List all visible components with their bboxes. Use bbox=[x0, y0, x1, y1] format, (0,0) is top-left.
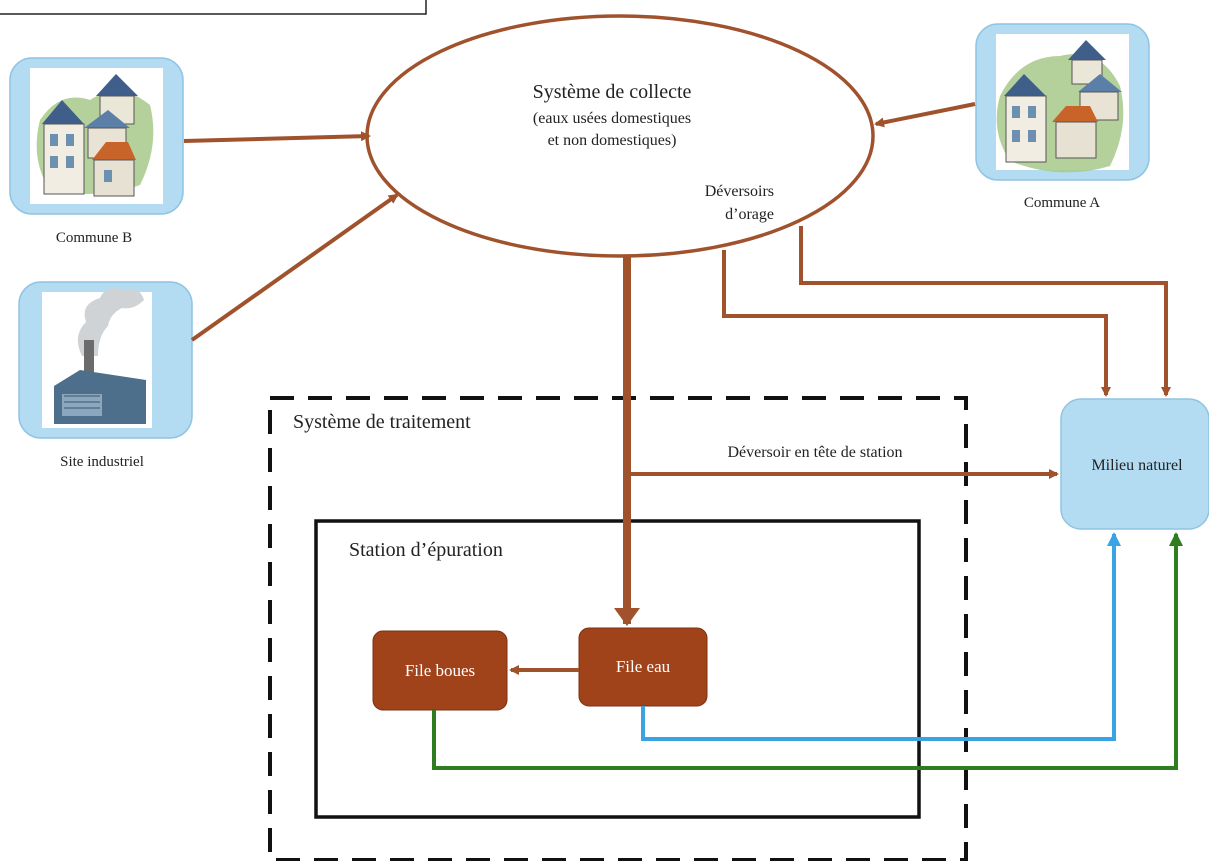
headworks-overflow-label: Déversoir en tête de station bbox=[727, 444, 902, 461]
collection-subtitle-2: et non domestiques) bbox=[548, 132, 677, 149]
arrow-sludge-to-environment bbox=[432, 532, 1183, 770]
natural-environment-label: Milieu naturel bbox=[1091, 457, 1183, 474]
plant-label: Station d’épuration bbox=[349, 539, 503, 561]
arrow-storm-overflow-1 bbox=[722, 250, 1111, 397]
sludge-line-label: File boues bbox=[405, 661, 475, 680]
commune-a-label: Commune A bbox=[1024, 195, 1100, 211]
sludge-line-box bbox=[372, 630, 508, 711]
storm-overflow-label-1: Déversoirs bbox=[705, 183, 774, 200]
plant-frame bbox=[314, 519, 921, 819]
storm-overflow-label-2: d’orage bbox=[725, 206, 774, 223]
treatment-system-frame bbox=[268, 396, 968, 861]
industrial-site-label: Site industriel bbox=[60, 454, 144, 470]
arrow-commune-b-to-collection bbox=[183, 131, 371, 143]
natural-environment-box bbox=[1060, 398, 1209, 530]
commune-b-label: Commune B bbox=[56, 230, 132, 246]
commune-b-icon bbox=[9, 57, 184, 215]
factory-icon bbox=[18, 281, 193, 439]
arrow-industrial-to-collection bbox=[190, 193, 399, 342]
collection-title: Système de collecte bbox=[533, 81, 692, 103]
collection-subtitle-1: (eaux usées domestiques bbox=[533, 110, 691, 127]
arrow-treated-water-to-environment bbox=[641, 532, 1121, 741]
commune-a-icon bbox=[975, 23, 1150, 181]
treatment-system-label: Système de traitement bbox=[293, 411, 471, 433]
water-line-label: File eau bbox=[616, 657, 671, 676]
arrow-storm-overflow-2 bbox=[799, 226, 1171, 397]
arrow-commune-a-to-collection bbox=[874, 102, 976, 128]
top-left-frame bbox=[0, 0, 427, 15]
